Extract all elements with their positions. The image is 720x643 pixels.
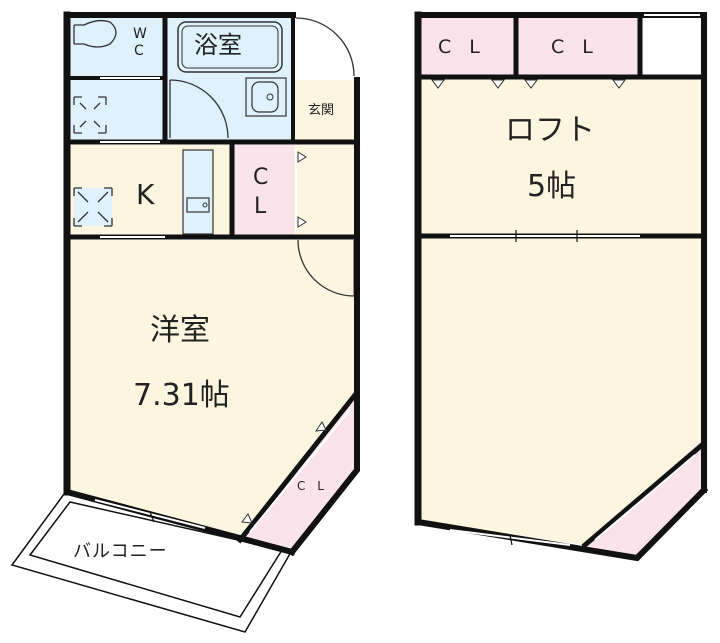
loft-closet-left-label: C L [438,36,486,58]
entrance-area [293,80,355,142]
loft-closet-right-label: C L [551,36,599,58]
loft-label: ロフト [505,113,595,148]
balcony-label: バルコニー [73,541,168,562]
closet-area [232,145,294,237]
lower-area [420,238,702,545]
entrance-label: 玄関 [308,103,335,118]
western-room-size: 7.31帖 [133,378,230,413]
loft-closet-left-area [420,15,516,75]
wc-label-w: W [133,26,147,42]
closet-label-c: C [253,165,269,190]
loft-area [420,78,702,234]
western-room-area [67,240,355,540]
loft-size: 5帖 [527,169,577,204]
loft-closet-right-area [516,15,640,75]
western-room-label: 洋室 [150,313,210,348]
corner-closet-label: C L [297,479,328,493]
kitchen-label: K [136,178,155,211]
washroom-area [67,80,165,142]
bath-label: 浴室 [194,31,242,59]
closet-label-l: L [254,194,267,219]
wc-area [67,15,165,77]
wc-label-c: C [134,43,144,59]
